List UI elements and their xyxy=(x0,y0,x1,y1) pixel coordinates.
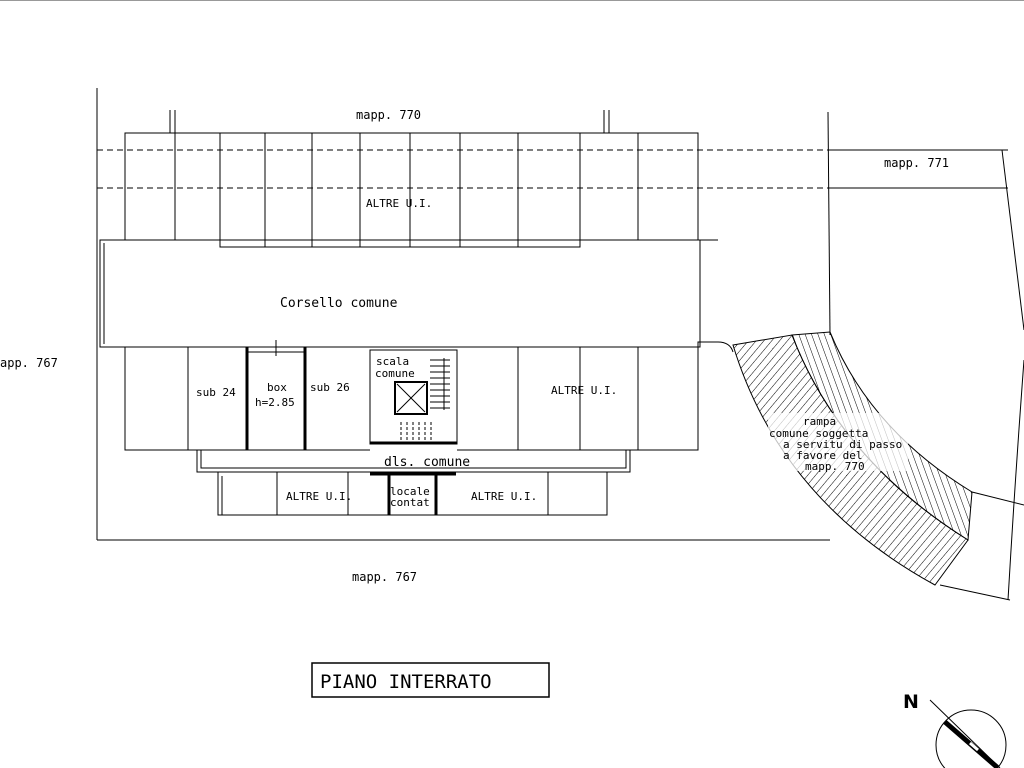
upper-units-label: ALTRE U.I. xyxy=(366,197,432,210)
ramp-label-1: rampa xyxy=(803,415,836,428)
parcel-north-label: mapp. 770 xyxy=(356,108,421,122)
meter-room-label: locale xyxy=(390,485,430,498)
plan-title: PIANO INTERRATO xyxy=(320,671,492,693)
parcel-west-label: app. 767 xyxy=(0,356,58,370)
sub24-label: sub 24 xyxy=(196,386,236,399)
meter-room-label-2: contat xyxy=(390,496,430,509)
parcel-south-label: mapp. 767 xyxy=(352,570,417,584)
property-boundary xyxy=(96,88,1024,601)
common-ramp xyxy=(732,331,1024,601)
corridor-label: Corsello comune xyxy=(280,296,398,311)
box-label: box xyxy=(267,381,287,394)
north-label: N xyxy=(903,691,919,713)
lower-right-units-label: ALTRE U.I. xyxy=(471,490,537,503)
ramp-label-5: mapp. 770 xyxy=(805,460,865,473)
north-arrow-icon: N xyxy=(903,691,1007,768)
stair-core xyxy=(369,349,458,445)
east-units-label: ALTRE U.I. xyxy=(551,384,617,397)
title-box xyxy=(311,662,550,698)
box-height-label: h=2.85 xyxy=(255,396,295,409)
common-corridor xyxy=(99,239,701,348)
dls-label: dls. comune xyxy=(384,455,470,470)
sub26-label: sub 26 xyxy=(310,381,350,394)
stair-label-2: comune xyxy=(375,367,415,380)
stair-label: scala xyxy=(376,355,409,368)
ramp-label-3: a servitu di passo xyxy=(783,438,902,451)
lower-left-units-label: ALTRE U.I. xyxy=(286,490,352,503)
bottom-units-block xyxy=(217,471,608,516)
parcel-northeast-label: mapp. 771 xyxy=(884,156,949,170)
lower-units-block xyxy=(124,340,734,451)
ramp-label-4: a favore del xyxy=(783,449,862,462)
ramp-label-2: comune soggetta xyxy=(769,427,868,440)
